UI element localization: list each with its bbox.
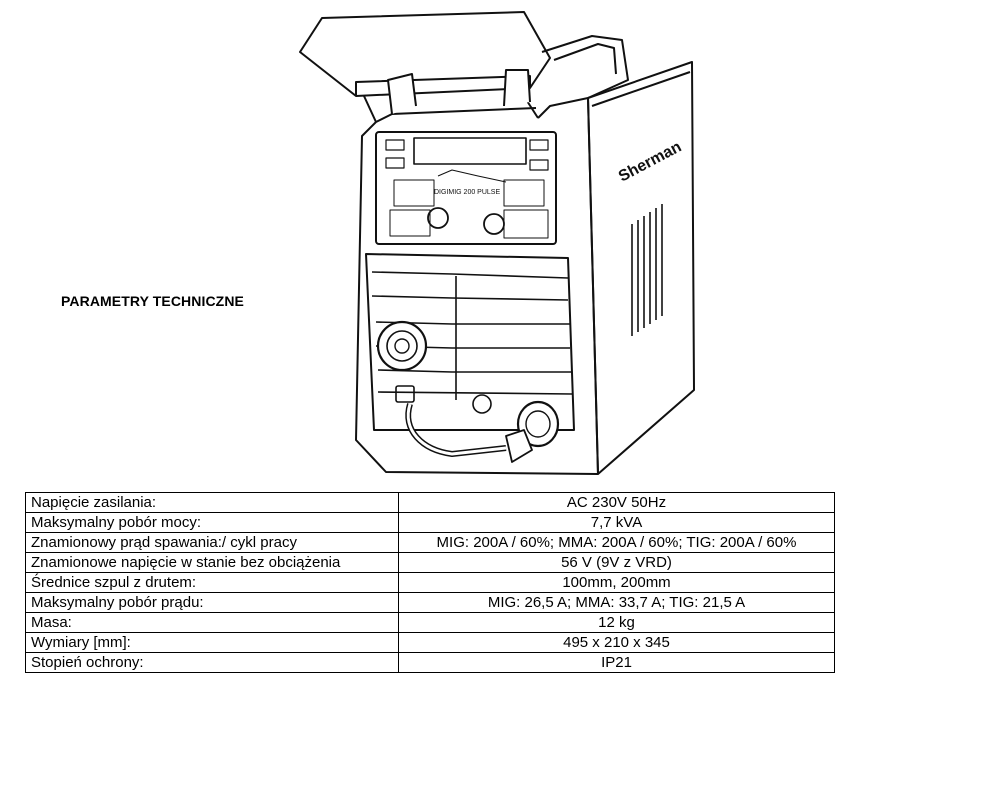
spec-table: Napięcie zasilania: AC 230V 50Hz Maksyma… xyxy=(25,492,835,673)
spec-value: 495 x 210 x 345 xyxy=(398,632,835,653)
table-row: Napięcie zasilania: AC 230V 50Hz xyxy=(25,492,835,513)
spec-value: IP21 xyxy=(398,652,835,673)
table-row: Masa: 12 kg xyxy=(25,612,835,633)
svg-text:Sherman: Sherman xyxy=(616,138,684,185)
table-row: Stopień ochrony: IP21 xyxy=(25,652,835,673)
spec-label: Wymiary [mm]: xyxy=(25,632,399,653)
spec-label: Maksymalny pobór prądu: xyxy=(25,592,399,613)
table-row: Wymiary [mm]: 495 x 210 x 345 xyxy=(25,632,835,653)
spec-value: 100mm, 200mm xyxy=(398,572,835,593)
spec-value: 12 kg xyxy=(398,612,835,633)
spec-label: Stopień ochrony: xyxy=(25,652,399,673)
spec-value: MIG: 200A / 60%; MMA: 200A / 60%; TIG: 2… xyxy=(398,532,835,553)
table-row: Znamionowy prąd spawania:/ cykl pracy MI… xyxy=(25,532,835,553)
spec-label: Maksymalny pobór mocy: xyxy=(25,512,399,533)
table-row: Znamionowe napięcie w stanie bez obciąże… xyxy=(25,552,835,573)
svg-text:DIGIMIG 200 PULSE: DIGIMIG 200 PULSE xyxy=(434,189,500,196)
spec-label: Średnice szpul z drutem: xyxy=(25,572,399,593)
spec-label: Masa: xyxy=(25,612,399,633)
spec-value: MIG: 26,5 A; MMA: 33,7 A; TIG: 21,5 A xyxy=(398,592,835,613)
spec-label: Znamionowy prąd spawania:/ cykl pracy xyxy=(25,532,399,553)
spec-label: Znamionowe napięcie w stanie bez obciąże… xyxy=(25,552,399,573)
table-row: Średnice szpul z drutem: 100mm, 200mm xyxy=(25,572,835,593)
welder-illustration: DIGIMIG 200 PULSE Sherman xyxy=(299,11,695,475)
spec-value: 56 V (9V z VRD) xyxy=(398,552,835,573)
spec-value: 7,7 kVA xyxy=(398,512,835,533)
spec-value: AC 230V 50Hz xyxy=(398,492,835,513)
table-row: Maksymalny pobór prądu: MIG: 26,5 A; MMA… xyxy=(25,592,835,613)
table-row: Maksymalny pobór mocy: 7,7 kVA xyxy=(25,512,835,533)
section-heading: PARAMETRY TECHNICZNE xyxy=(61,293,244,309)
spec-label: Napięcie zasilania: xyxy=(25,492,399,513)
